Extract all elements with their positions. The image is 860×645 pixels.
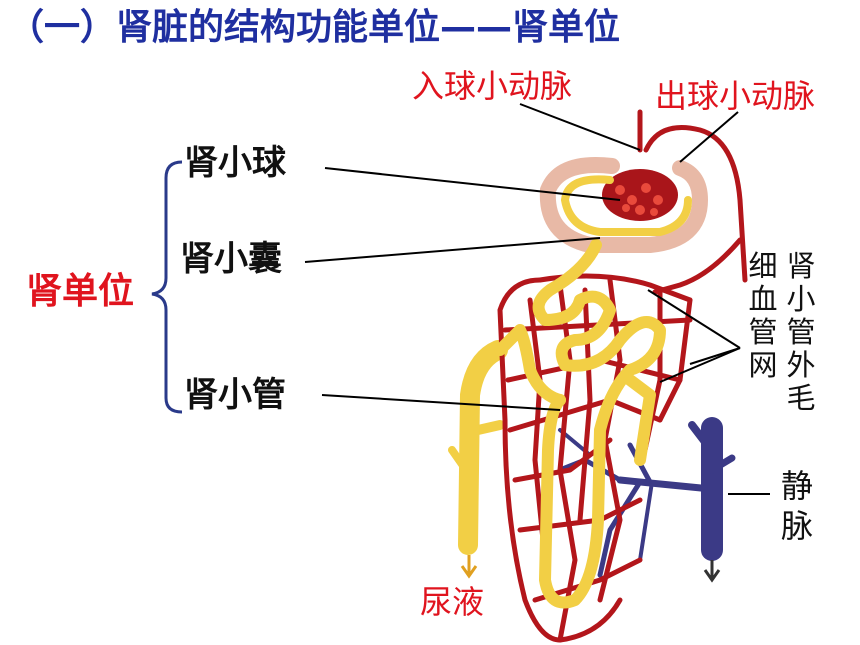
leader-lines [304,103,770,495]
afferent-arteriole-label: 入球小动脉 [412,67,573,105]
urine-arrow [460,555,478,579]
nephron-bracket [151,160,183,414]
capsule-label: 肾小囊 [180,239,282,279]
capillary-label-col1: 肾小管外毛 [786,249,816,415]
nephron-label: 肾单位 [26,271,135,312]
efferent-arteriole-label: 出球小动脉 [655,77,816,115]
vein-arrow [703,560,721,583]
urine-label: 尿液 [420,583,485,621]
vein-label: 静脉 [780,467,813,545]
glomerulus [602,169,678,221]
glomerulus-label: 肾小球 [184,143,286,183]
renal-tubule [494,239,666,609]
page-title: （一）肾脏的结构功能单位——肾单位 [8,7,621,48]
capillary-label-col2: 细血管网 [748,249,778,382]
tubule-label: 肾小管 [184,375,286,415]
collecting-duct [448,340,508,555]
